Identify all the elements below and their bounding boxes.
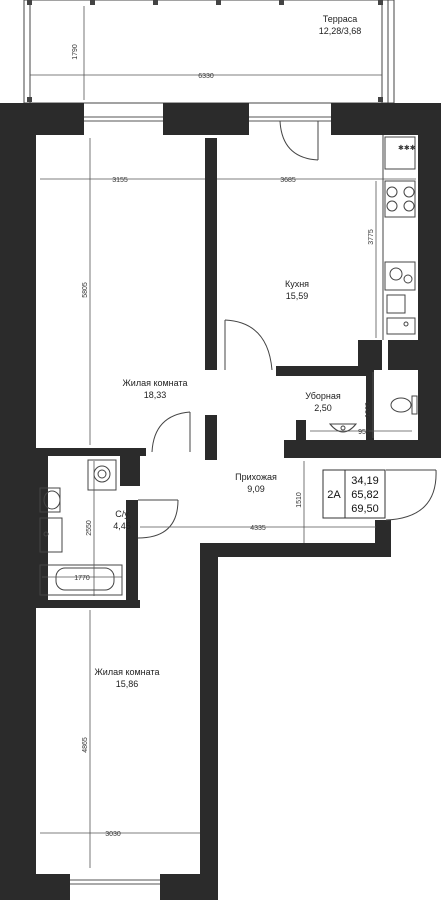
dim-terrace-depth: 1790 xyxy=(72,44,79,60)
apartment-type: 2А xyxy=(327,489,341,501)
dim-toilet-width: 955 xyxy=(358,429,370,436)
living2-name: Жилая комната xyxy=(94,667,159,677)
dim-toilet-height: 1260 xyxy=(365,402,372,418)
apartment-total-with-terrace: 69,50 xyxy=(351,503,379,515)
dim-kitchen-length: 3775 xyxy=(368,229,375,245)
hall-name: Прихожая xyxy=(235,472,277,482)
hall-area: 9,09 xyxy=(247,484,265,494)
bathroom-fixtures xyxy=(39,459,123,596)
walls xyxy=(0,103,441,900)
dim-living1-width: 3155 xyxy=(112,177,128,184)
living2-area: 15,86 xyxy=(116,679,139,689)
kitchen-counter xyxy=(382,135,416,340)
dim-kitchen-width: 3685 xyxy=(280,177,296,184)
toilet-area: 2,50 xyxy=(314,403,332,413)
apartment-living-area: 34,19 xyxy=(351,475,379,487)
terrace-posts xyxy=(27,0,383,102)
kitchen-area: 15,59 xyxy=(286,291,309,301)
dim-bath-width: 1770 xyxy=(74,575,90,582)
windows xyxy=(70,116,331,885)
bath-name: С/у xyxy=(115,509,129,519)
terrace-area: 12,28/3,68 xyxy=(319,26,362,36)
kitchen-name: Кухня xyxy=(285,279,309,289)
dimension-lines xyxy=(30,6,416,868)
apartment-area-box: 2А 34,19 65,82 69,50 xyxy=(322,469,386,519)
apartment-total-area: 65,82 xyxy=(351,489,379,501)
doors xyxy=(137,120,437,539)
bath-area: 4,45 xyxy=(113,521,131,531)
terrace-name: Терраса xyxy=(323,14,358,24)
star-icon: ✱✱✱ xyxy=(398,144,416,152)
living1-name: Жилая комната xyxy=(122,378,187,388)
dim-living2-length: 4865 xyxy=(82,737,89,753)
toilet-name: Уборная xyxy=(305,391,341,401)
living1-area: 18,33 xyxy=(144,390,167,400)
dim-hall-depth: 1510 xyxy=(296,492,303,508)
dim-living1-length: 5805 xyxy=(82,282,89,298)
dim-bath-height: 2550 xyxy=(86,520,93,536)
dim-terrace-width: 6330 xyxy=(198,73,214,80)
dim-hall-width: 4335 xyxy=(250,525,266,532)
toilet-fixtures xyxy=(328,395,418,433)
dim-living2-width: 3030 xyxy=(105,831,121,838)
